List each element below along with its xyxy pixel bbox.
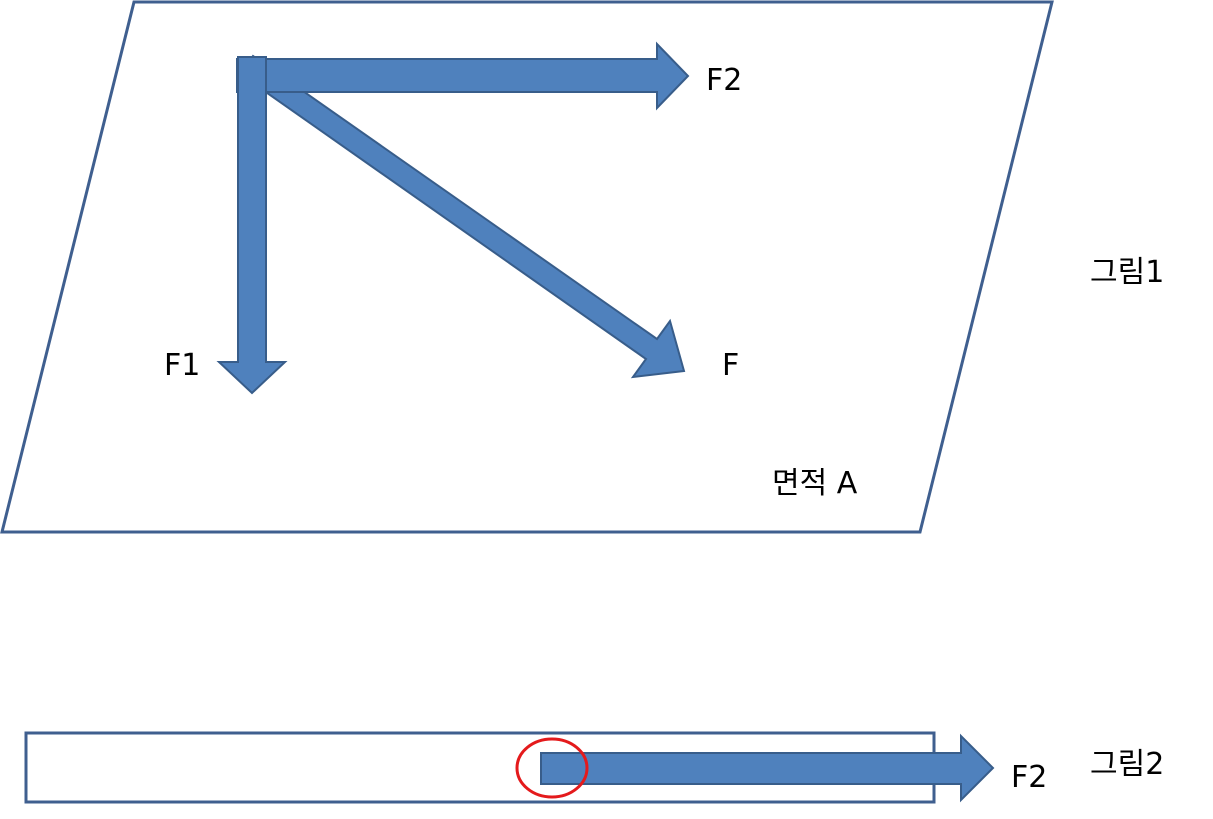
force-f-label: F [722,348,739,383]
force-f1-label: F1 [164,348,200,383]
side-view-f2-label: F2 [1011,760,1047,795]
figure2-caption: 그림2 [1090,747,1164,782]
force-f2-label: F2 [706,63,742,98]
figure1-caption: 그림1 [1090,255,1164,290]
side-view-f2-arrow [540,733,995,803]
force-f1-arrow [216,56,288,395]
application-point-circle [515,737,589,799]
force-f-arrow [236,54,686,379]
area-label: 면적 A [772,466,858,501]
force-f2-arrow [236,41,690,111]
